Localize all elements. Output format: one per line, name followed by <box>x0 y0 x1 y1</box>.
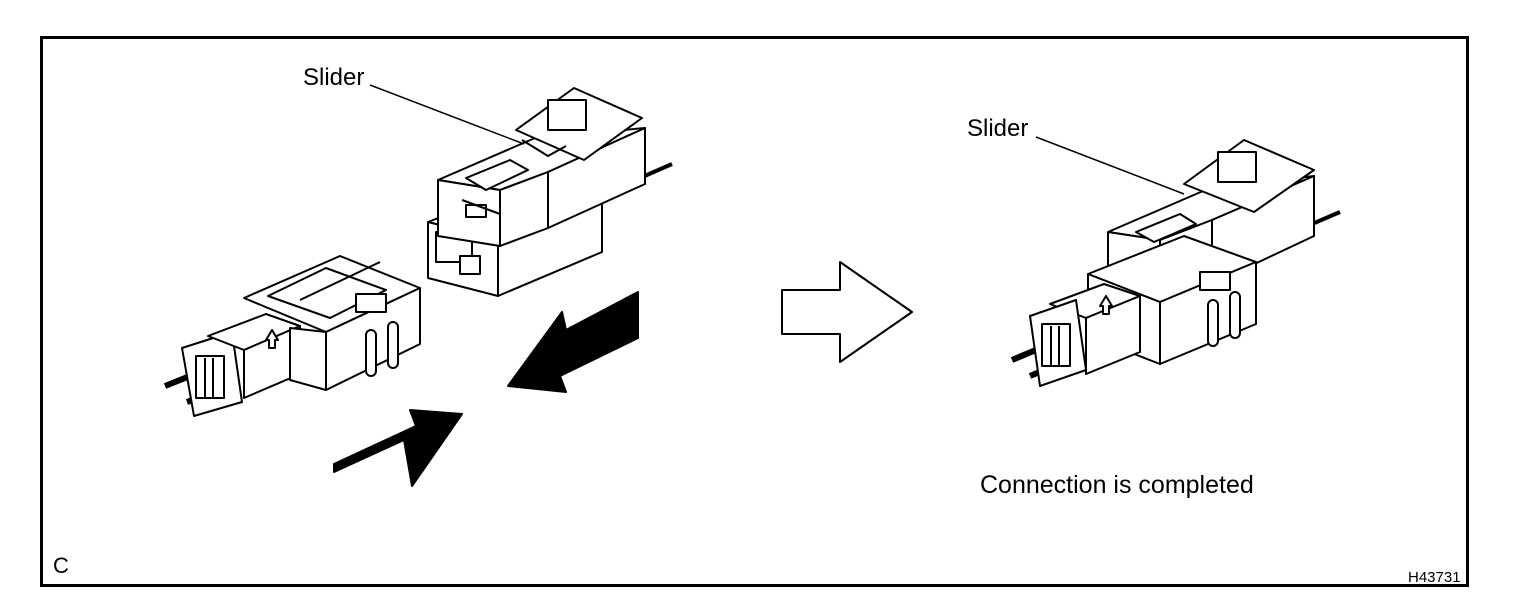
solid-arrow-right-icon <box>333 409 463 487</box>
male-connector-before <box>163 255 421 417</box>
outline-arrow-icon <box>781 261 913 363</box>
connected-connector-after <box>1010 139 1341 387</box>
step-letter: C <box>53 553 69 578</box>
female-connector-before <box>427 87 673 297</box>
slider-leader-right <box>1035 136 1185 195</box>
completed-caption: Connection is completed <box>980 471 1254 499</box>
slider-label-after: Slider <box>967 115 1029 142</box>
slider-leader-left <box>369 84 525 145</box>
solid-arrow-left-icon <box>507 291 639 393</box>
figure-code: H43731 <box>1408 569 1461 586</box>
slider-label-before: Slider <box>303 64 365 91</box>
figure-frame <box>40 36 1469 587</box>
